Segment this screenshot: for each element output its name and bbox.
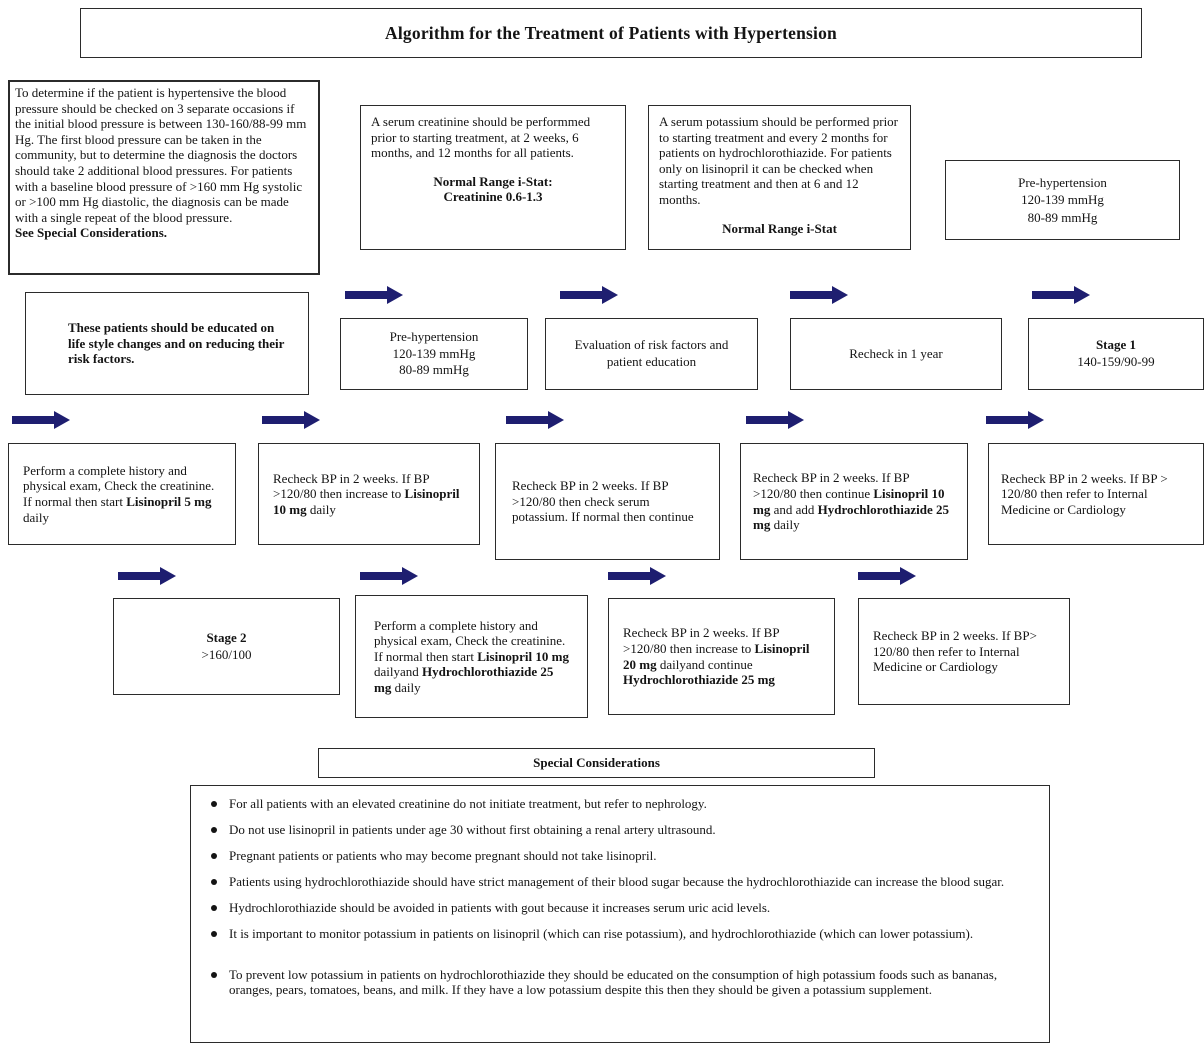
stage-1-title: Stage 1 — [1095, 337, 1137, 353]
box-text: Perform a complete history and physical … — [23, 463, 221, 525]
arrow-right-icon — [12, 411, 70, 429]
box-text: Recheck BP in 2 weeks. If BP >120/80 the… — [273, 471, 465, 518]
prehypertension-line2: 120-139 mmHg — [392, 345, 476, 361]
text-segment: daily — [391, 679, 421, 695]
text-segment: daily — [306, 501, 336, 517]
list-item: Pregnant patients or patients who may be… — [203, 848, 1035, 863]
box-add-hydrochlorothiazide: Recheck BP in 2 weeks. If BP >120/80 the… — [740, 443, 968, 560]
text-segment: Recheck BP in 2 weeks. If BP >120/80 the… — [512, 478, 694, 525]
creatinine-range-line2: Creatinine 0.6-1.3 — [443, 189, 543, 205]
arrow-right-icon — [262, 411, 320, 429]
drug-name-bold: Hydrochlorothiazide 25 mg — [623, 672, 775, 688]
bullet-list: For all patients with an elevated creati… — [203, 796, 1035, 997]
arrow-right-icon — [360, 567, 418, 585]
text-segment: and add — [770, 501, 818, 517]
potassium-range-line1: Normal Range i-Stat — [722, 220, 837, 236]
creatinine-normal-range: Normal Range i-Stat: Creatinine 0.6-1.3 — [371, 174, 615, 205]
box-text: Recheck BP in 2 weeks. If BP >120/80 the… — [512, 478, 703, 525]
drug-name-bold: Lisinopril 10 mg — [753, 485, 945, 517]
stage-1-range: 140-159/90-99 — [1077, 354, 1155, 369]
box-prehypertension-range-top: Pre-hypertension 120-139 mmHg 80-89 mmHg — [945, 160, 1180, 240]
box-risk-evaluation: Evaluation of risk factors and patient e… — [545, 318, 758, 390]
stage-2-title: Stage 2 — [206, 629, 247, 645]
potassium-body-text: A serum potassium should be performed pr… — [659, 114, 899, 207]
potassium-normal-range: Normal Range i-Stat — [659, 221, 900, 237]
box-refer-internal-medicine: Recheck BP in 2 weeks. If BP > 120/80 th… — [988, 443, 1204, 545]
diagnosis-special-note: See Special Considerations. — [15, 225, 168, 241]
text-segment: daily — [23, 509, 49, 525]
box-text: Recheck BP in 2 weeks. If BP >120/80 the… — [623, 625, 820, 687]
box-text: Recheck BP in 2 weeks. If BP> 120/80 the… — [873, 628, 1055, 675]
special-considerations-title: Special Considerations — [533, 755, 660, 771]
box-start-lisinopril-10-hctz: Perform a complete history and physical … — [355, 595, 588, 718]
list-item: For all patients with an elevated creati… — [203, 796, 1035, 811]
text-segment: Recheck BP in 2 weeks. If BP> 120/80 the… — [873, 628, 1037, 675]
page-title: Algorithm for the Treatment of Patients … — [385, 22, 837, 43]
box-text: Recheck BP in 2 weeks. If BP >120/80 the… — [753, 470, 955, 532]
list-item: To prevent low potassium in patients on … — [203, 967, 1035, 997]
arrow-right-icon — [118, 567, 176, 585]
box-serum-creatinine: A serum creatinine should be performmed … — [360, 105, 626, 250]
prehypertension-line3: 80-89 mmHg — [399, 362, 469, 378]
drug-name-bold: Lisinopril 10 mg — [273, 486, 460, 517]
arrow-right-icon — [506, 411, 564, 429]
prehypertension-line1: Pre-hypertension — [1018, 174, 1107, 190]
prehypertension-line2: 120-139 mmHg — [1021, 192, 1104, 208]
arrow-right-icon — [858, 567, 916, 585]
list-item: Hydrochlorothiazide should be avoided in… — [203, 900, 1035, 915]
box-increase-lisinopril-20: Recheck BP in 2 weeks. If BP >120/80 the… — [608, 598, 835, 715]
text-segment: Perform a complete history and physical … — [23, 462, 215, 509]
prehypertension-line3: 80-89 mmHg — [1027, 209, 1098, 225]
box-text: Recheck BP in 2 weeks. If BP > 120/80 th… — [1001, 471, 1191, 518]
list-item: Patients using hydrochlorothiazide shoul… — [203, 874, 1035, 889]
creatinine-range-line1: Normal Range i-Stat: — [433, 173, 553, 189]
arrow-right-icon — [560, 286, 618, 304]
box-recheck-1-year: Recheck in 1 year — [790, 318, 1002, 390]
creatinine-body-text: A serum creatinine should be performmed … — [371, 114, 591, 161]
box-stage-1: Stage 1 140-159/90-99 — [1028, 318, 1204, 390]
drug-name-bold: Hydrochlorothiazide 25 mg — [374, 664, 554, 695]
box-prehypertension-range: Pre-hypertension 120-139 mmHg 80-89 mmHg — [340, 318, 528, 390]
text-segment: Perform a complete history and physical … — [374, 617, 566, 664]
drug-name-bold: Lisinopril 5 mg — [126, 494, 212, 509]
arrow-right-icon — [790, 286, 848, 304]
stage-2-range: >160/100 — [201, 646, 252, 662]
drug-name-bold: Lisinopril 10 mg — [477, 648, 569, 664]
arrow-right-icon — [608, 567, 666, 585]
box-start-lisinopril-5: Perform a complete history and physical … — [8, 443, 236, 545]
text-segment: dailyand — [374, 664, 423, 680]
special-considerations-header: Special Considerations — [318, 748, 875, 778]
arrow-right-icon — [986, 411, 1044, 429]
education-text: These patients should be educated on lif… — [68, 320, 285, 367]
risk-evaluation-text: Evaluation of risk factors and patient e… — [574, 337, 729, 369]
text-segment: Recheck BP in 2 weeks. If BP >120/80 the… — [753, 470, 910, 501]
arrow-right-icon — [345, 286, 403, 304]
text-segment: daily — [770, 517, 800, 533]
arrow-right-icon — [746, 411, 804, 429]
box-check-serum-potassium: Recheck BP in 2 weeks. If BP >120/80 the… — [495, 443, 720, 560]
list-item: Do not use lisinopril in patients under … — [203, 822, 1035, 837]
recheck-1-year-text: Recheck in 1 year — [849, 346, 943, 362]
title-box: Algorithm for the Treatment of Patients … — [80, 8, 1142, 58]
text-segment: Recheck BP in 2 weeks. If BP >120/80 the… — [623, 625, 780, 656]
box-education: These patients should be educated on lif… — [25, 292, 309, 395]
prehypertension-line1: Pre-hypertension — [389, 328, 479, 344]
text-segment: Recheck BP in 2 weeks. If BP > 120/80 th… — [1001, 470, 1168, 517]
diagnosis-body-text: To determine if the patient is hypertens… — [15, 85, 307, 225]
drug-name-bold: Lisinopril 20 mg — [623, 640, 810, 672]
box-diagnosis-criteria: To determine if the patient is hypertens… — [8, 80, 320, 275]
box-serum-potassium: A serum potassium should be performed pr… — [648, 105, 911, 250]
box-stage-2: Stage 2 >160/100 — [113, 598, 340, 695]
box-increase-lisinopril-10: Recheck BP in 2 weeks. If BP >120/80 the… — [258, 443, 480, 545]
list-item: It is important to monitor potassium in … — [203, 926, 1035, 941]
box-text: Perform a complete history and physical … — [374, 618, 569, 696]
text-segment: dailyand continue — [656, 656, 753, 672]
arrow-right-icon — [1032, 286, 1090, 304]
special-considerations-list: For all patients with an elevated creati… — [190, 785, 1050, 1043]
box-refer-internal-medicine-2: Recheck BP in 2 weeks. If BP> 120/80 the… — [858, 598, 1070, 705]
text-segment: Recheck BP in 2 weeks. If BP >120/80 the… — [273, 470, 430, 502]
drug-name-bold: Hydrochlorothiazide 25 mg — [753, 501, 949, 533]
